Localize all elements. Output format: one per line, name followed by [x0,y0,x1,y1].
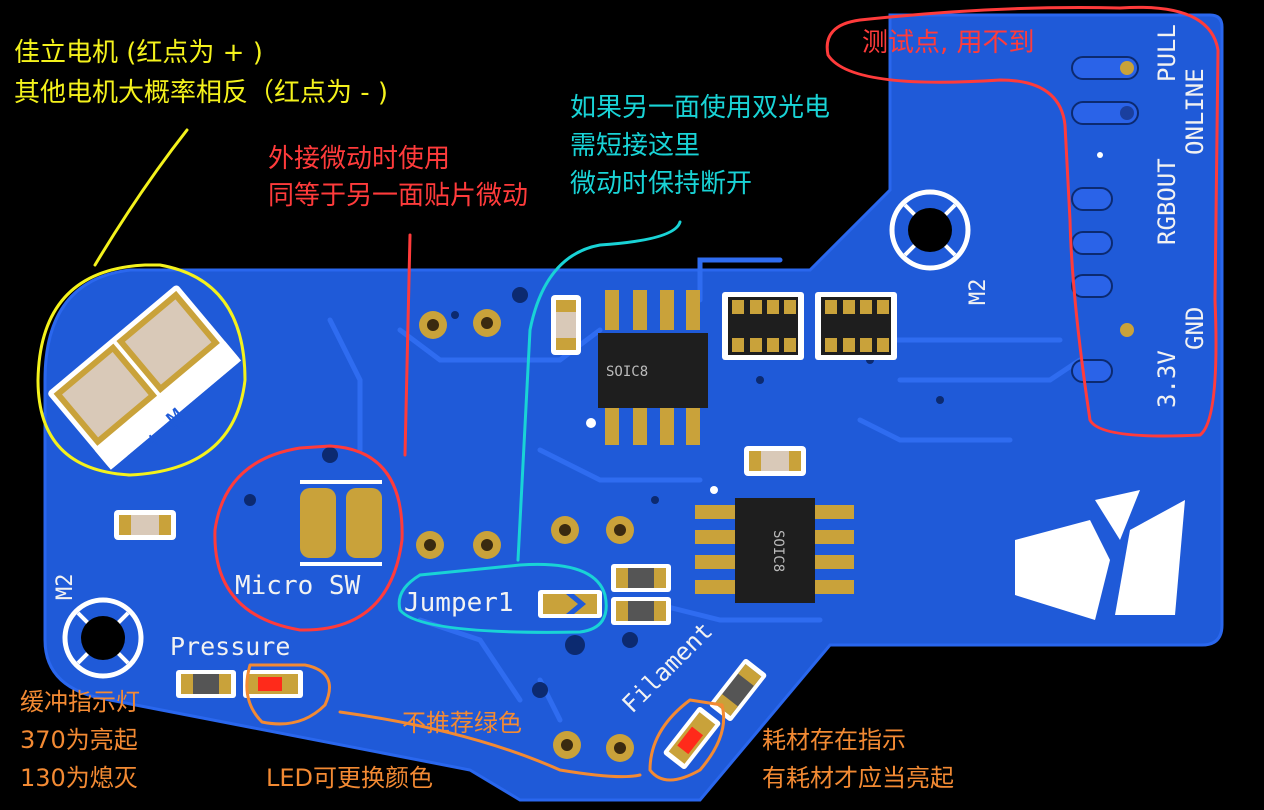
cyan-pointer [516,220,682,562]
silk-micro-sw: Micro SW [235,571,361,601]
jumper1-pad [538,590,602,618]
silk-pin-rgbout: RGBOUT [1153,158,1181,245]
silk-pressure: Pressure [170,632,291,661]
annotation-buffer-led-line3: 130为熄灭 [20,764,138,792]
annotation-not-green: 不推荐绿色 [402,709,522,737]
red-testpoint-loop [825,5,1220,438]
annotation-filament-line2: 有耗材才应当亮起 [762,764,954,792]
pressure-led-resistor [176,670,236,698]
yellow-pointer [93,128,189,267]
silk-soic8-right: SOIC8 [770,530,786,573]
annotation-jumper-line2: 需短接这里 [570,131,701,161]
micro-switch-pad-right [346,488,382,558]
smd-capacitor-left [114,510,176,540]
annotation-led-replace: LED可更换颜色 [266,764,434,792]
mounting-hole-right [889,189,971,271]
annotation-motor-line2: 其他电机大概率相反（红点为 - ) [14,78,389,108]
silk-pin-online: ONLINE [1181,68,1209,155]
filament-led [663,706,721,770]
soic8-top-chip [598,290,708,445]
red-microsw-circle [213,444,404,632]
annotation-testpoint: 测试点, 用不到 [862,28,1035,58]
smd-resistor-a [611,564,671,592]
orange-pressure-pointer [338,710,642,779]
orange-filament-circle [648,698,726,782]
annotation-motor-line1: 佳立电机 (红点为 + ) [14,38,263,68]
board-logo [1015,490,1185,620]
soic8-right-chip [695,486,854,603]
red-microsw-pointer [403,233,412,457]
test-point-pins [1071,56,1139,383]
silk-m2-left: M2 [53,573,78,601]
silk-pin-gnd: GND [1181,306,1209,350]
silk-pin-3v3: 3.3V [1153,350,1181,408]
orange-pressure-circle [245,663,331,726]
annotation-strokes [36,5,1220,782]
smd-capacitor-top [551,295,581,355]
annotation-buffer-led-line2: 370为亮起 [20,726,138,754]
silk-soic8-top: SOIC8 [606,364,649,380]
cyan-jumper-loop [397,562,608,634]
silk-m2-right: M2 [966,278,991,306]
silk-pin-pull: PULL [1153,24,1181,82]
silk-jumper1: Jumper1 [404,588,514,618]
resistor-array-1 [722,292,804,360]
mounting-hole-left [62,597,144,679]
annotation-buffer-led-line1: 缓冲指示灯 [20,688,140,716]
annotation-jumper-line1: 如果另一面使用双光电 [570,93,831,123]
smd-resistor-b [611,597,671,625]
yellow-motor-circle [36,263,247,477]
annotation-ext-switch-line1: 外接微动时使用 [268,144,451,174]
pressure-led [243,670,303,698]
smd-capacitor-mid [744,446,806,476]
annotation-ext-switch-line2: 同等于另一面贴片微动 [268,181,529,211]
resistor-array-2 [815,292,897,360]
annotation-filament-line1: 耗材存在指示 [762,726,906,754]
filament-resistor [709,658,767,722]
motor-connector [48,285,242,470]
annotation-jumper-line3: 微动时保持断开 [570,169,753,199]
micro-switch-pad-left [300,488,336,558]
